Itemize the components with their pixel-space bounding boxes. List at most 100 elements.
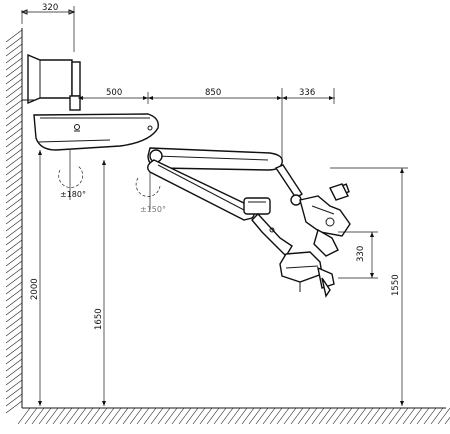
hatch-line — [5, 106, 23, 120]
hatch-line — [395, 407, 409, 425]
hatch-line — [388, 407, 402, 425]
hatch-line — [5, 225, 23, 239]
hatch-line — [38, 407, 52, 425]
hatch-line — [360, 407, 374, 425]
hatch-line — [45, 407, 59, 425]
hatch-line — [101, 407, 115, 425]
hatch-line — [374, 407, 388, 425]
hatch-line — [87, 407, 101, 425]
hatch-line — [325, 407, 339, 425]
hatch-line — [5, 120, 23, 134]
hatch-line — [409, 407, 423, 425]
rotation-primary-label: ±180° — [60, 190, 86, 199]
hatch-line — [381, 407, 395, 425]
hatch-line — [136, 407, 150, 425]
hatch-line — [5, 211, 23, 225]
hatch-line — [416, 407, 430, 425]
wall — [5, 28, 23, 414]
hatch-line — [164, 407, 178, 425]
hatch-line — [5, 281, 23, 295]
hatch-line — [5, 295, 23, 309]
hatch-line — [5, 400, 23, 414]
hatch-line — [199, 407, 213, 425]
hatch-line — [227, 407, 241, 425]
hatch-line — [5, 288, 23, 302]
hatch-line — [5, 190, 23, 204]
floor-hatching — [17, 407, 450, 425]
hatch-line — [143, 407, 157, 425]
hatch-line — [220, 407, 234, 425]
rotation-primary: ±180° — [58, 150, 86, 200]
hatch-line — [122, 407, 136, 425]
hatch-line — [5, 169, 23, 183]
hatch-line — [5, 218, 23, 232]
hatch-line — [206, 407, 220, 425]
hatch-line — [276, 407, 290, 425]
hatch-line — [5, 71, 23, 85]
hatch-line — [171, 407, 185, 425]
hatch-line — [262, 407, 276, 425]
dimension-head-travel-label: 330 — [356, 246, 366, 262]
hatch-line — [5, 43, 23, 57]
hatch-line — [73, 407, 87, 425]
hatch-line — [129, 407, 143, 425]
dimension-segment-2-label: 850 — [205, 88, 221, 98]
hatch-line — [5, 260, 23, 274]
hatch-line — [213, 407, 227, 425]
hatch-line — [297, 407, 311, 425]
head-link-arm — [251, 212, 293, 258]
hatch-line — [367, 407, 381, 425]
hatch-line — [5, 267, 23, 281]
main-arm — [33, 113, 159, 151]
hatch-line — [5, 316, 23, 330]
dimension-arm-height: 1650 — [94, 160, 106, 406]
hatch-line — [5, 197, 23, 211]
dimension-arm-height-label: 1650 — [94, 308, 104, 330]
rotation-secondary-label: ±150° — [140, 205, 166, 214]
hatch-line — [5, 162, 23, 176]
hatch-line — [5, 148, 23, 162]
hatch-line — [5, 337, 23, 351]
hatch-line — [5, 239, 23, 253]
hatch-line — [5, 57, 23, 71]
hatch-line — [444, 416, 450, 425]
spring-arm — [147, 159, 271, 221]
hatch-line — [437, 407, 450, 425]
hatch-line — [5, 92, 23, 106]
hatch-line — [5, 176, 23, 190]
dimension-head-travel: 330 — [338, 231, 378, 279]
hatch-line — [5, 274, 23, 288]
hatch-line — [80, 407, 94, 425]
dimension-arm-segments: 500 850 336 — [78, 88, 335, 170]
hatch-line — [5, 36, 23, 50]
hatch-line — [318, 407, 332, 425]
hatch-line — [5, 351, 23, 365]
hatch-line — [5, 323, 23, 337]
hatch-line — [304, 407, 318, 425]
hatch-line — [5, 309, 23, 323]
microscope-head-lower — [279, 251, 335, 298]
hatch-line — [5, 85, 23, 99]
hatch-line — [255, 407, 269, 425]
hatch-line — [5, 253, 23, 267]
hatch-line — [353, 407, 367, 425]
hatch-line — [59, 407, 73, 425]
hatch-line — [5, 232, 23, 246]
dimension-head-height: 1550 — [330, 167, 408, 406]
hatch-line — [5, 393, 23, 407]
arm-joint-icon — [147, 125, 153, 131]
hatch-line — [332, 407, 346, 425]
hatch-line — [5, 99, 23, 113]
hatch-line — [5, 379, 23, 393]
hatch-line — [108, 407, 122, 425]
hatch-line — [234, 407, 248, 425]
hatch-line — [5, 344, 23, 358]
hatch-line — [290, 407, 304, 425]
hatch-line — [31, 407, 45, 425]
hatch-line — [150, 407, 164, 425]
wall-hatching — [5, 29, 23, 414]
hatch-line — [178, 407, 192, 425]
hatch-line — [402, 407, 416, 425]
hatch-line — [5, 183, 23, 197]
